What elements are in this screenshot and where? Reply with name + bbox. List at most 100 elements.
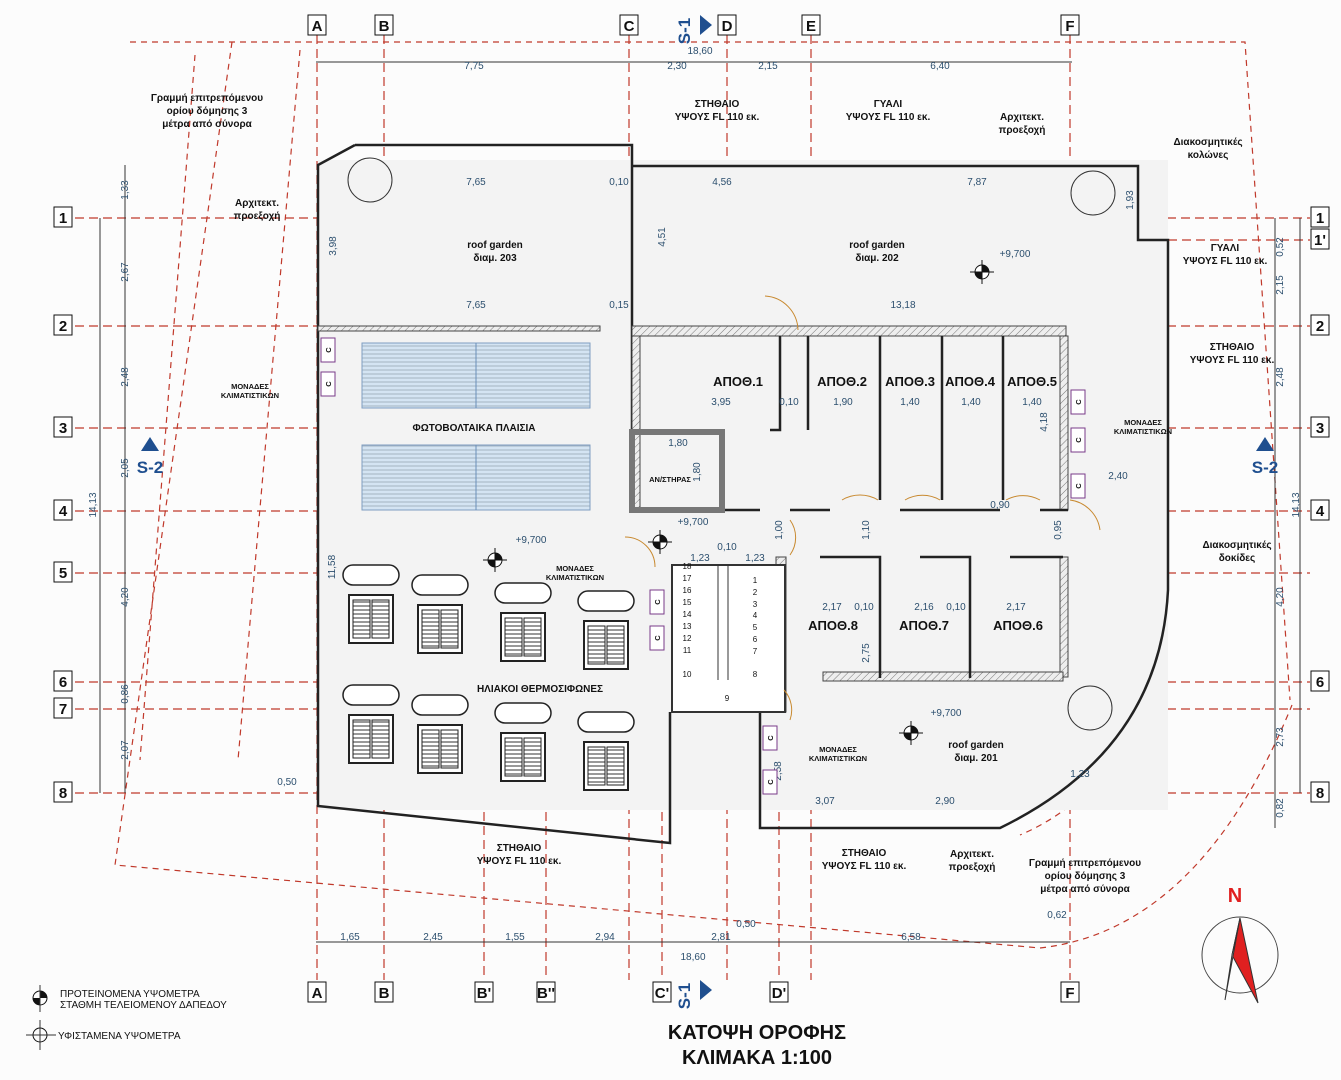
level-marker-icon — [899, 721, 923, 745]
annotation-boundary-top-left: Γραμμή επιτρεπόμενου — [151, 93, 263, 104]
grid-column-tag: C' — [655, 985, 669, 1002]
room-label: ΑΠΟΘ.5 — [1007, 374, 1057, 389]
stair-step-number: 14 — [683, 610, 692, 619]
drawing-title: ΚΑΤΟΨΗ ΟΡΟΦΗΣ — [668, 1022, 846, 1044]
north-label: N — [1228, 885, 1242, 907]
grid-row-tag: 7 — [59, 701, 67, 718]
legend-proposed-2: ΣΤΑΘΜΗ ΤΕΛΕΙΟΜΕΝΟΥ ΔΑΠΕΔΟΥ — [60, 1000, 227, 1011]
grid-row-tag-box — [53, 206, 73, 228]
dimension-label: 0,10 — [779, 397, 799, 408]
grid-row-tag-box — [1310, 314, 1330, 336]
dimension-label: 2,90 — [935, 796, 955, 807]
grid-column-tag: A — [312, 18, 323, 35]
dimension-label: 4,20 — [120, 587, 131, 607]
grid-row-tag-box — [53, 697, 73, 719]
drawing-scale: ΚΛΙΜΑΚΑ 1:100 — [682, 1047, 832, 1069]
grid-column-tag-box — [769, 981, 789, 1003]
annotation-ac-right: ΜΟΝΑΔΕΣ — [1124, 418, 1162, 427]
dimension-label: 13,18 — [890, 300, 915, 311]
ac-unit-mark: C — [324, 347, 333, 353]
dimension-label: 3,07 — [815, 796, 835, 807]
grid-column-tag-box — [801, 14, 821, 36]
area-label: διαμ. 202 — [855, 253, 899, 264]
annotation-ac-bottom: ΚΛΙΜΑΤΙΣΤΙΚΩΝ — [809, 754, 867, 763]
dimension-label: 0,62 — [1047, 910, 1067, 921]
annotation-glass-top: ΓΥΑΛΙ — [874, 99, 903, 110]
dimension-label: 1,40 — [961, 397, 981, 408]
grid-column-tag: B — [379, 985, 390, 1002]
grid-row-tag-box — [1310, 670, 1330, 692]
grid-column-tag: C — [624, 18, 635, 35]
grid-column-tag: D — [722, 18, 733, 35]
stair-step-number: 13 — [683, 622, 692, 631]
dimension-label: 2,16 — [914, 602, 934, 613]
dimension-label: 2,48 — [120, 367, 131, 387]
annotation-deco-beams: δοκίδες — [1219, 553, 1256, 564]
stair-step-number: 3 — [753, 600, 758, 609]
annotation-parapet-right: ΣΤΗΘΑΙΟ — [1210, 342, 1255, 353]
section-arrow-icon — [141, 437, 159, 451]
dimension-label: 1,80 — [692, 462, 703, 482]
dimension-label: 6,40 — [930, 61, 950, 72]
lift-label: ΑΝ/ΣΤΗΡΑΣ — [649, 475, 691, 484]
dimension-label: 1,40 — [1022, 397, 1042, 408]
dimension-label: 2,17 — [1006, 602, 1026, 613]
annotation-projection-bottom: Αρχιτεκτ. — [950, 849, 994, 860]
dimension-label: 0,52 — [1275, 237, 1286, 257]
grid-column-tag: B'' — [537, 985, 555, 1002]
section-marker: S-2 — [137, 458, 163, 477]
grid-column-tag-box — [536, 981, 556, 1003]
annotation-glass-right: ΥΨΟΥΣ FL 110 εκ. — [1183, 256, 1268, 267]
section-marker: S-1 — [675, 983, 694, 1009]
dimension-label: 14,13 — [88, 492, 99, 517]
dimension-label: 1,23 — [690, 553, 710, 564]
dimension-label: 0,50 — [736, 919, 756, 930]
room-label: ΑΠΟΘ.2 — [817, 374, 867, 389]
dimension-label: 2,75 — [861, 643, 872, 663]
grid-row-tag: 6 — [59, 674, 67, 691]
annotation-deco-columns: Διακοσμητικές — [1173, 137, 1242, 148]
grid-column-tag: F — [1065, 18, 1074, 35]
dimension-label: 0,95 — [1053, 520, 1064, 540]
annotation-boundary-bottom: ορίου δόμησης 3 — [1045, 871, 1126, 882]
ac-unit-icon — [762, 725, 778, 751]
grid-row-tag: 2 — [1316, 318, 1324, 335]
grid-row-tag-box — [53, 499, 73, 521]
dimension-label: 2,73 — [1275, 727, 1286, 747]
ac-unit-icon — [649, 589, 665, 615]
solar-heater-icon — [411, 694, 469, 774]
grid-row-tag-box — [1310, 206, 1330, 228]
dimension-label: 1,23 — [745, 553, 765, 564]
grid-row-tag-box — [1310, 781, 1330, 803]
stair-step-number: 17 — [683, 574, 692, 583]
level-label: +9,700 — [516, 535, 547, 546]
grid-row-tag-box — [1310, 499, 1330, 521]
ac-unit-mark: C — [1074, 483, 1083, 489]
dimension-label: 4,20 — [1275, 587, 1286, 607]
dimension-label: 0,10 — [854, 602, 874, 613]
ac-unit-icon — [1070, 473, 1086, 499]
stair-step-number: 11 — [683, 646, 692, 655]
grid-row-tag-box — [53, 416, 73, 438]
level-marker-icon — [970, 260, 994, 284]
room-label: ΑΠΟΘ.1 — [713, 374, 763, 389]
grid-row-tag: 1' — [1314, 232, 1326, 249]
grid-column-tag-box — [307, 981, 327, 1003]
dimension-label: 2,05 — [120, 458, 131, 478]
grid-row-tag: 8 — [1316, 785, 1324, 802]
solar-heater-icon — [577, 590, 635, 670]
legend-proposed-1: ΠΡΟΤΕΙΝΟΜΕΝΑ ΥΨΟΜΕΤΡΑ — [60, 989, 200, 1000]
dimension-label: 1,00 — [774, 520, 785, 540]
room-label: ΑΠΟΘ.8 — [808, 618, 858, 633]
grid-row-tag-box — [1310, 416, 1330, 438]
section-arrow-icon — [700, 15, 712, 35]
area-label: διαμ. 203 — [473, 253, 517, 264]
stair-step-number: 7 — [753, 647, 758, 656]
ac-unit-icon — [649, 625, 665, 651]
dimension-label: 1,33 — [120, 180, 131, 200]
annotation-ac-left: ΚΛΙΜΑΤΙΣΤΙΚΩΝ — [221, 391, 279, 400]
dimension-label: 4,51 — [657, 227, 668, 247]
ac-unit-mark: C — [653, 635, 662, 641]
dimension-label: 2,81 — [711, 932, 731, 943]
dimension-label: 18,60 — [680, 952, 705, 963]
